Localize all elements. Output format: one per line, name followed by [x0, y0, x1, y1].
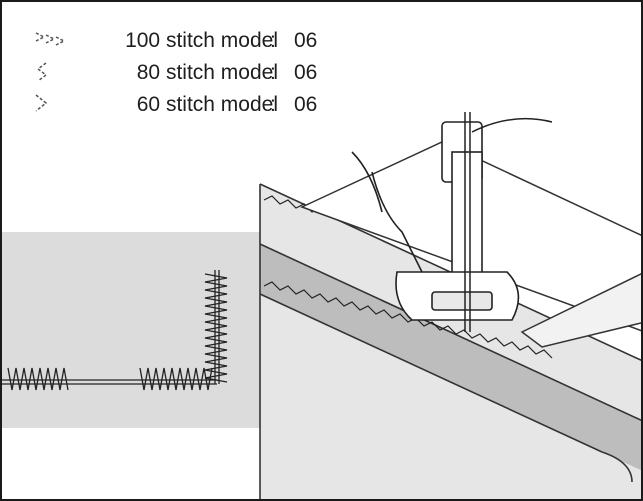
legend-separator: :	[270, 93, 276, 116]
legend-separator: :	[270, 61, 276, 84]
presser-foot	[351, 121, 520, 321]
legend-row-80: 80 stitch model : 06	[30, 58, 340, 90]
legend-value: 06	[294, 93, 318, 116]
legend-separator: :	[270, 29, 276, 52]
legend-label: 100 stitch model	[125, 29, 278, 52]
legend-row-100: 100 stitch model : 06	[30, 26, 340, 58]
legend-value: 06	[294, 29, 318, 52]
legend-label: 60 stitch model	[136, 93, 278, 116]
zigzag-stitch-icon	[36, 62, 48, 82]
legend-label: 80 stitch model	[136, 61, 278, 84]
stitch-model-legend: 100 stitch model : 06 80 stitch model : …	[30, 26, 340, 122]
legend-value: 06	[294, 61, 318, 84]
zigzag-stitch-icon	[35, 32, 66, 46]
legend-row-60: 60 stitch model : 06	[30, 90, 340, 122]
stitch-sample-corner	[2, 270, 228, 391]
fabric-swatch-left	[2, 232, 264, 428]
fabric-band	[260, 244, 641, 471]
zigzag-stitch-icon	[35, 94, 48, 112]
needle	[464, 112, 553, 332]
